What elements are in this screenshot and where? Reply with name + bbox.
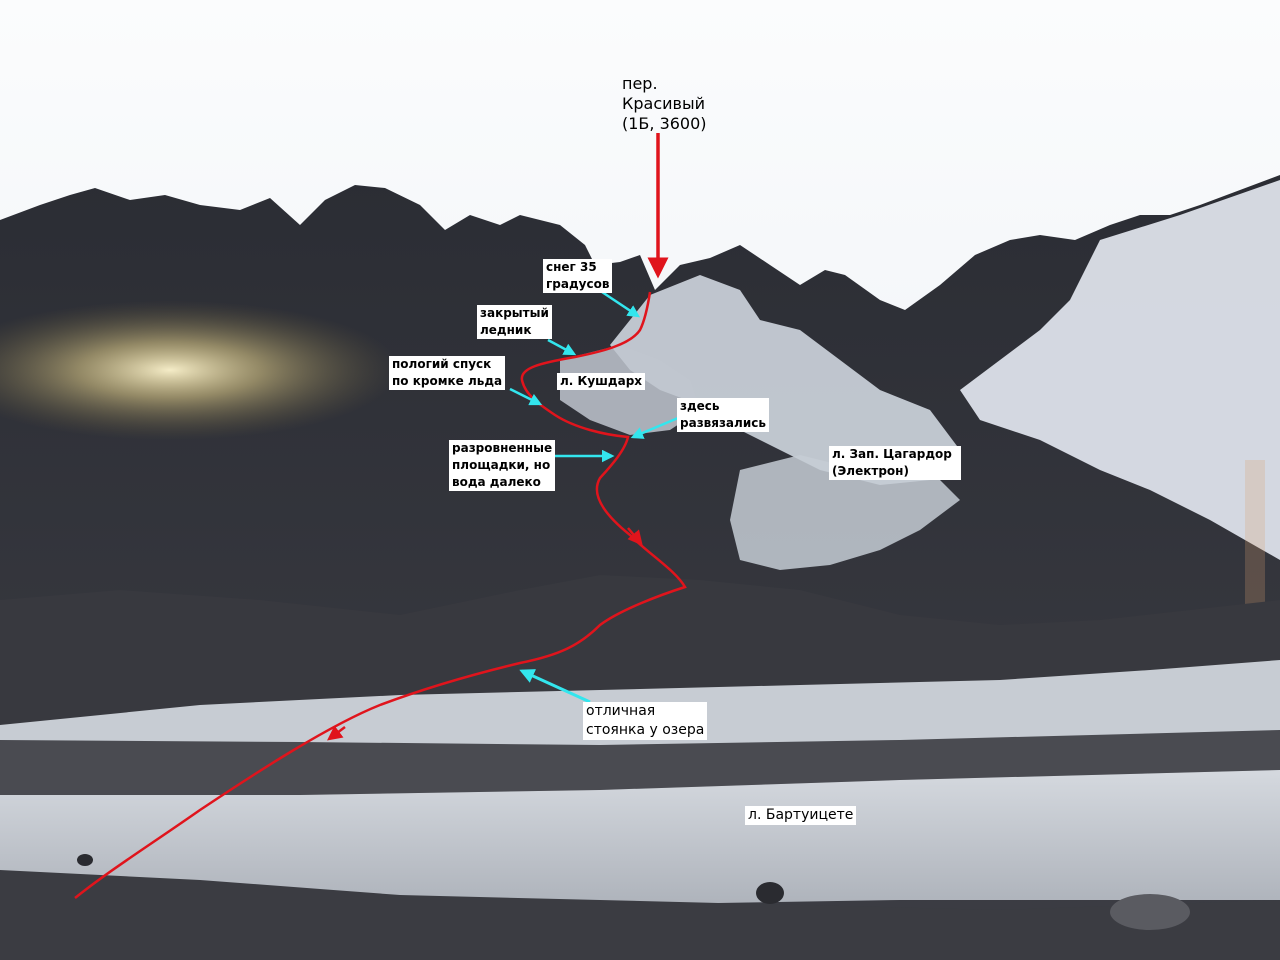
lake-camp-label: отличная стоянка у озера [583, 702, 708, 740]
route-line [74, 291, 687, 899]
rough-sites-label: разровненные площадки, но вода далеко [449, 440, 556, 491]
boulder [756, 882, 784, 904]
pointer-unroped [630, 416, 679, 439]
route-arrow-marker [327, 725, 346, 741]
boulder [77, 854, 93, 866]
w-tsagardor-glacier-label: л. Зап. Цагардор (Электрон) [829, 446, 961, 480]
tsagardor-glacier-tongue [730, 455, 960, 570]
foreground-moraine [0, 870, 1280, 960]
pointer-snow-35 [601, 290, 641, 318]
snowfield-right [960, 180, 1280, 560]
snowfield-center [610, 275, 960, 485]
pass-label: пер. Красивый (1Б, 3600) [622, 74, 707, 133]
unroped-here-label: здесь развязались [677, 398, 769, 432]
medial-moraine [0, 730, 1280, 795]
boulder [1110, 894, 1190, 930]
lens-flare-strip [1245, 460, 1265, 640]
pointer-lake-camp [519, 669, 591, 704]
kushdarkh-glacier-label: л. Кушдарх [557, 373, 646, 390]
glacier-ice-lower [0, 770, 1280, 905]
sun-flare [0, 300, 400, 440]
pointer-closed-glacier [547, 338, 577, 356]
snow-35-label: снег 35 градусов [543, 259, 613, 293]
closed-glacier-label: закрытый ледник [477, 305, 552, 339]
pointer-gentle-descent [509, 387, 543, 406]
kushdarkh-glacier-ice [560, 345, 700, 435]
bartuitsete-glacier-label: л. Бартуицете [745, 806, 857, 825]
route-arrow-marker [627, 527, 643, 546]
gentle-descent-label: пологий спуск по кромке льда [389, 356, 506, 390]
